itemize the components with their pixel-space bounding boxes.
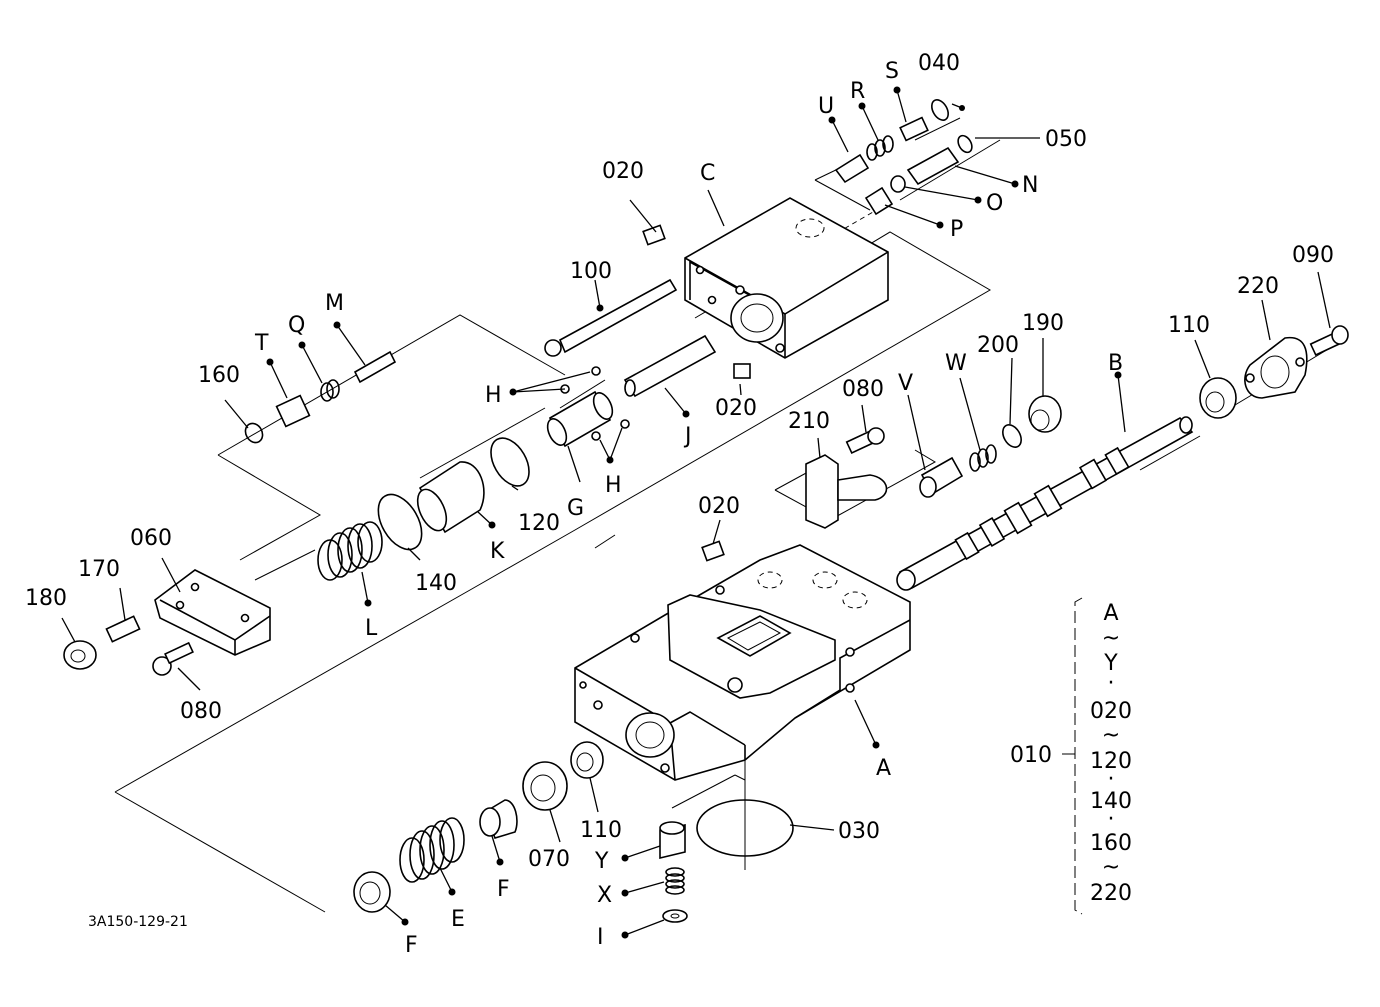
cover-060-part — [155, 570, 270, 655]
label-w: W — [945, 351, 967, 376]
label-160: 160 — [198, 363, 240, 388]
label-h-upper: H — [485, 383, 502, 408]
label-l: L — [365, 616, 378, 641]
label-100: 100 — [570, 259, 612, 284]
label-080-left: 080 — [180, 699, 222, 724]
range-line-10: 160 — [1090, 831, 1132, 856]
assembly-legend: 010 A ~ Y · 020 ~ 120 · 140 · 160 ~ 220 — [1010, 598, 1132, 914]
label-b: B — [1108, 351, 1123, 376]
range-line-9: · — [1108, 807, 1115, 832]
label-c: C — [700, 161, 715, 186]
label-t: T — [254, 331, 269, 356]
label-090: 090 — [1292, 243, 1334, 268]
range-line-3: · — [1108, 671, 1115, 696]
block-a-part — [575, 545, 910, 780]
label-040: 040 — [918, 51, 960, 76]
range-line-12: 220 — [1090, 881, 1132, 906]
range-line-11: ~ — [1102, 855, 1120, 880]
range-line-0: A — [1103, 601, 1118, 626]
label-060: 060 — [130, 526, 172, 551]
drawing-number: 3A150-129-21 — [88, 914, 188, 930]
label-q: Q — [288, 313, 305, 338]
label-e: E — [451, 907, 465, 932]
label-180: 180 — [25, 586, 67, 611]
label-140: 140 — [415, 571, 457, 596]
label-a: A — [876, 756, 891, 781]
label-110-right: 110 — [1168, 313, 1210, 338]
range-line-4: 020 — [1090, 699, 1132, 724]
label-j: J — [683, 424, 692, 449]
range-line-5: ~ — [1102, 723, 1120, 748]
label-020-lower: 020 — [698, 494, 740, 519]
label-120-upper: 120 — [518, 511, 560, 536]
label-080-right: 080 — [842, 377, 884, 402]
label-110-lower: 110 — [580, 818, 622, 843]
label-m: M — [325, 291, 344, 316]
label-k: K — [490, 539, 505, 564]
label-070: 070 — [528, 847, 570, 872]
label-r: R — [850, 79, 865, 104]
label-s: S — [885, 59, 899, 84]
label-v: V — [898, 371, 913, 396]
label-u: U — [818, 94, 834, 119]
block-c-part — [685, 198, 888, 358]
label-g: G — [567, 496, 584, 521]
label-220: 220 — [1237, 274, 1279, 299]
label-i: I — [597, 925, 604, 950]
label-p: P — [950, 217, 963, 242]
range-line-1: ~ — [1102, 626, 1120, 651]
assembly-code: 010 — [1010, 743, 1052, 768]
label-210: 210 — [788, 409, 830, 434]
label-x: X — [597, 883, 612, 908]
label-170: 170 — [78, 557, 120, 582]
label-200: 200 — [977, 333, 1019, 358]
callout-labels: U R S 040 050 N O P C 020 100 M Q T 160 … — [25, 51, 1334, 958]
label-f-upper: F — [497, 877, 510, 902]
label-030: 030 — [838, 819, 880, 844]
label-o: O — [986, 191, 1003, 216]
label-050: 050 — [1045, 127, 1087, 152]
spool-b-part — [897, 417, 1192, 590]
label-h-lower: H — [605, 473, 622, 498]
label-190: 190 — [1022, 311, 1064, 336]
label-f-lower: F — [405, 933, 418, 958]
label-y: Y — [594, 849, 609, 874]
label-020-top: 020 — [602, 159, 644, 184]
label-020-mid: 020 — [715, 396, 757, 421]
leader-lines — [62, 87, 1330, 939]
label-n: N — [1022, 173, 1038, 198]
